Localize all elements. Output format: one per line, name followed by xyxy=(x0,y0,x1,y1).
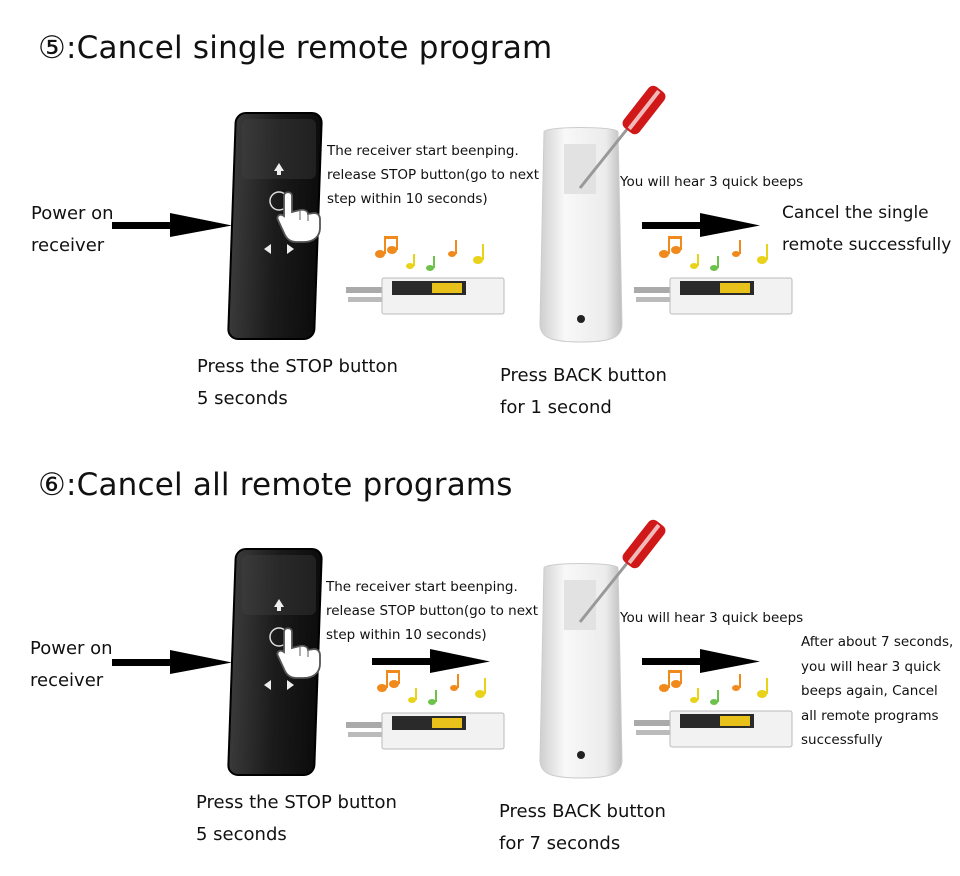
receiver-module-icon xyxy=(634,710,793,748)
receiver-message-line-3: step within 10 seconds) xyxy=(326,627,487,643)
press-back-line-2: for 1 second xyxy=(500,397,612,418)
press-stop-line-2: 5 seconds xyxy=(197,388,288,409)
right-arrow-icon xyxy=(642,649,760,673)
receiver-module-icon xyxy=(346,712,505,750)
right-arrow-icon xyxy=(112,650,232,674)
press-back-label: Press BACK button for 1 second xyxy=(500,360,667,424)
music-notes-icon xyxy=(375,236,484,271)
power-on-line-2: receiver xyxy=(31,235,105,256)
screwdriver-icon xyxy=(578,85,666,189)
music-notes-icon xyxy=(659,236,768,271)
receiver-message-line-1: The receiver start beenping. xyxy=(327,143,519,159)
result-line-5: successfully xyxy=(801,732,883,748)
receiver-module-icon xyxy=(346,277,505,315)
press-back-line-1: Press BACK button xyxy=(499,801,666,822)
quick-beeps-label: You will hear 3 quick beeps xyxy=(620,174,804,190)
right-arrow-icon xyxy=(372,649,490,673)
result-message: After about 7 seconds, you will hear 3 q… xyxy=(801,630,953,753)
receiver-module-icon xyxy=(634,277,793,315)
press-back-line-1: Press BACK button xyxy=(500,365,667,386)
power-on-line-2: receiver xyxy=(30,670,104,691)
white-remote-back-icon xyxy=(539,563,623,779)
section-title: ⑤:Cancel single remote program xyxy=(38,30,553,66)
result-message: Cancel the single remote successfully xyxy=(782,197,951,261)
right-arrow-icon xyxy=(642,213,760,237)
press-back-label: Press BACK button for 7 seconds xyxy=(499,796,666,860)
receiver-message: The receiver start beenping. release STO… xyxy=(326,575,538,647)
press-stop-line-1: Press the STOP button xyxy=(196,792,397,813)
pointing-hand-icon xyxy=(276,191,321,243)
press-stop-label: Press the STOP button 5 seconds xyxy=(196,787,397,851)
quick-beeps-label: You will hear 3 quick beeps xyxy=(620,610,804,626)
result-line-3: beeps again, Cancel xyxy=(801,683,938,699)
press-stop-line-2: 5 seconds xyxy=(196,824,287,845)
black-touch-remote-icon xyxy=(227,548,323,776)
press-back-line-2: for 7 seconds xyxy=(499,833,621,854)
music-notes-icon xyxy=(659,670,768,705)
black-touch-remote-icon xyxy=(227,112,323,340)
power-on-label: Power on receiver xyxy=(30,633,113,697)
press-stop-label: Press the STOP button 5 seconds xyxy=(197,351,398,415)
section-title: ⑥:Cancel all remote programs xyxy=(38,467,513,503)
receiver-message-line-1: The receiver start beenping. xyxy=(326,579,518,595)
white-remote-back-icon xyxy=(539,127,623,343)
right-arrow-icon xyxy=(112,213,232,237)
screwdriver-icon xyxy=(578,519,666,623)
result-line-2: you will hear 3 quick xyxy=(801,658,941,675)
press-stop-line-1: Press the STOP button xyxy=(197,356,398,377)
result-line-1: Cancel the single xyxy=(782,203,929,223)
receiver-message-line-3: step within 10 seconds) xyxy=(327,191,488,207)
power-on-line-1: Power on xyxy=(30,638,113,659)
receiver-message-line-2: release STOP button(go to next xyxy=(327,167,540,183)
receiver-message-line-2: release STOP button(go to next xyxy=(326,603,539,619)
result-line-2: remote successfully xyxy=(782,235,952,255)
result-line-1: After about 7 seconds, xyxy=(801,634,954,650)
power-on-line-1: Power on xyxy=(31,203,114,224)
result-line-4: all remote programs xyxy=(801,707,939,724)
pointing-hand-icon xyxy=(276,627,321,679)
receiver-message: The receiver start beenping. release STO… xyxy=(327,139,539,211)
power-on-label: Power on receiver xyxy=(31,198,114,262)
music-notes-icon xyxy=(377,670,486,705)
